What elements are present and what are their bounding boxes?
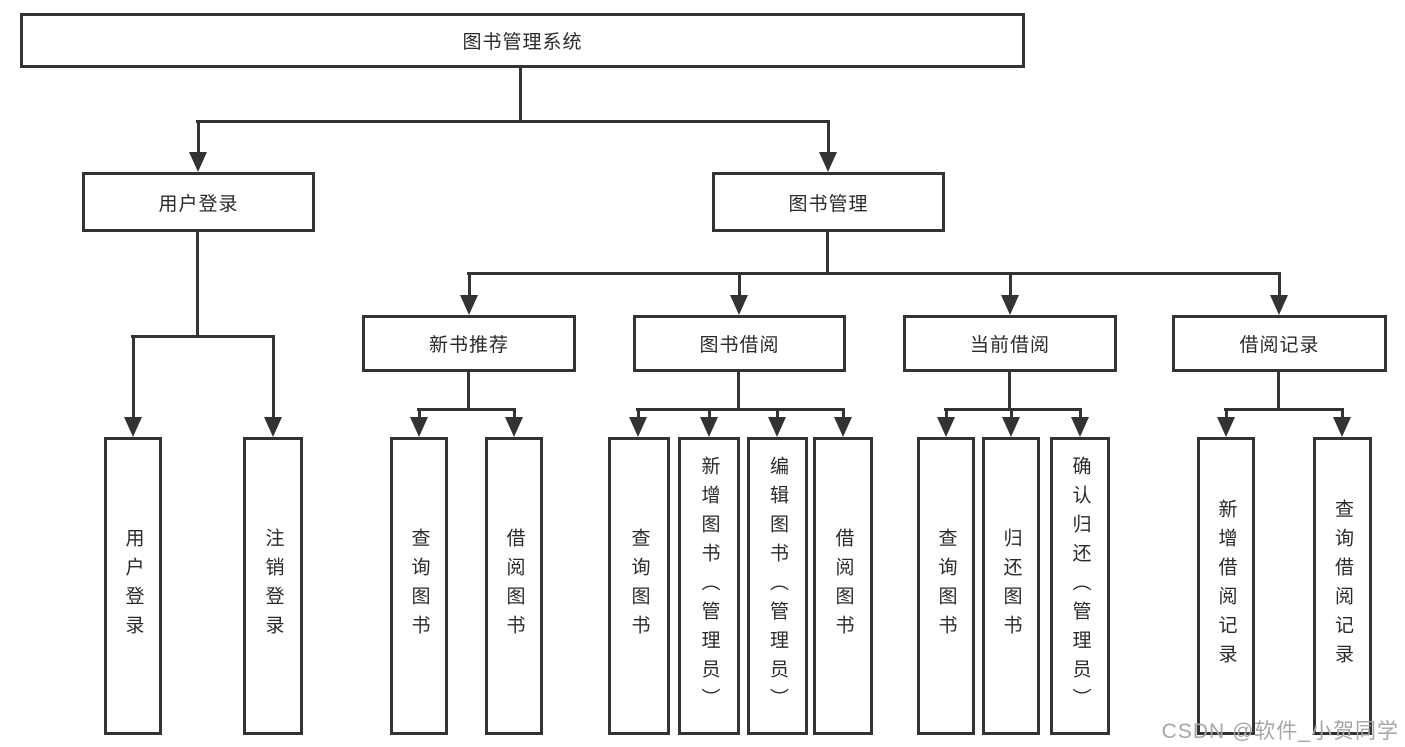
- leaf-br-add-borrow-record-label: 新增借阅记录: [1215, 499, 1237, 673]
- connector-arrow-nbr-borrow: [505, 408, 523, 437]
- leaf-bb-query-books-label: 查询图书: [628, 528, 650, 644]
- connector-arrow-new-book-recommendation: [460, 272, 478, 315]
- connector-arrow-borrowing-records: [1270, 272, 1288, 315]
- leaf-bb-add-books-admin-label: 新增图书（管理员）: [698, 455, 720, 717]
- connector-arrow-user-login: [189, 120, 207, 172]
- arrow-down-icon: [460, 295, 478, 315]
- connector-root-stem: [519, 68, 522, 123]
- arrow-down-icon: [410, 417, 428, 437]
- node-book-management-label: 图书管理: [788, 193, 869, 215]
- leaf-bb-query-books: 查询图书: [608, 437, 670, 735]
- connector-arrow-bb-edit: [768, 408, 786, 437]
- arrow-down-icon: [189, 152, 207, 172]
- node-current-borrowing: 当前借阅: [903, 315, 1117, 372]
- connector-arrow-br-add: [1217, 408, 1235, 437]
- connector-bb-stem: [737, 372, 740, 411]
- node-book-borrowing: 图书借阅: [633, 315, 846, 372]
- leaf-br-query-borrow-record-label: 查询借阅记录: [1332, 499, 1353, 673]
- connector-arrow-book-borrowing: [730, 272, 748, 315]
- connector-bb-rail: [636, 408, 845, 411]
- connector-user-login-rail: [131, 335, 275, 338]
- node-borrowing-records-label: 借阅记录: [1239, 335, 1320, 356]
- arrow-down-icon: [1333, 417, 1351, 437]
- leaf-logout-label: 注销登录: [262, 528, 284, 644]
- leaf-nbr-borrow-books: 借阅图书: [485, 437, 543, 735]
- arrow-down-icon: [1270, 295, 1288, 315]
- connector-cb-stem: [1008, 372, 1011, 411]
- leaf-bb-add-books-admin: 新增图书（管理员）: [678, 437, 740, 735]
- leaf-bb-borrow-books: 借阅图书: [813, 437, 873, 735]
- arrow-down-icon: [834, 417, 852, 437]
- connector-arrow-bb-borrow: [834, 408, 852, 437]
- connector-level3-rail: [467, 272, 1281, 275]
- leaf-nbr-query-books-label: 查询图书: [408, 528, 430, 644]
- connector-arrow-nbr-query: [410, 408, 428, 437]
- connector-level2-rail: [196, 120, 830, 123]
- arrow-down-icon: [629, 417, 647, 437]
- connector-br-stem: [1277, 372, 1280, 411]
- arrow-down-icon: [264, 417, 282, 437]
- connector-br-rail: [1224, 408, 1344, 411]
- connector-book-management-stem: [826, 232, 829, 275]
- connector-arrow-bb-add: [700, 408, 718, 437]
- node-new-book-recommendation: 新书推荐: [362, 315, 576, 372]
- arrow-down-icon: [768, 417, 786, 437]
- arrow-down-icon: [1001, 295, 1019, 315]
- leaf-nbr-borrow-books-label: 借阅图书: [503, 528, 525, 644]
- leaf-cb-query-books: 查询图书: [917, 437, 975, 735]
- connector-nbr-stem: [467, 372, 470, 411]
- connector-nbr-rail: [417, 408, 516, 411]
- connector-arrow-current-borrowing: [1001, 272, 1019, 315]
- connector-arrow-cb-query: [937, 408, 955, 437]
- leaf-cb-return-books-label: 归还图书: [1000, 528, 1022, 644]
- leaf-bb-edit-books-admin: 编辑图书（管理员）: [747, 437, 808, 735]
- leaf-logout: 注销登录: [243, 437, 303, 735]
- leaf-user-login-label: 用户登录: [122, 528, 144, 644]
- connector-user-login-stem: [196, 232, 199, 338]
- arrow-down-icon: [1002, 417, 1020, 437]
- connector-arrow-cb-confirm: [1071, 408, 1089, 437]
- connector-arrow-br-query: [1333, 408, 1351, 437]
- node-book-management: 图书管理: [712, 172, 945, 232]
- leaf-user-login: 用户登录: [104, 437, 162, 735]
- connector-cb-rail: [944, 408, 1082, 411]
- arrow-down-icon: [730, 295, 748, 315]
- node-root: 图书管理系统: [20, 13, 1025, 68]
- leaf-bb-edit-books-admin-label: 编辑图书（管理员）: [767, 455, 788, 717]
- arrow-down-icon: [505, 417, 523, 437]
- leaf-cb-return-books: 归还图书: [982, 437, 1040, 735]
- arrow-down-icon: [819, 152, 837, 172]
- node-root-label: 图书管理系统: [462, 32, 583, 53]
- connector-arrow-bb-query: [629, 408, 647, 437]
- connector-arrow-book-management: [819, 120, 837, 172]
- node-current-borrowing-label: 当前借阅: [969, 335, 1050, 356]
- arrow-down-icon: [1217, 417, 1235, 437]
- arrow-down-icon: [700, 417, 718, 437]
- leaf-cb-query-books-label: 查询图书: [935, 528, 957, 644]
- node-borrowing-records: 借阅记录: [1172, 315, 1387, 372]
- leaf-br-query-borrow-record: 查询借阅记录: [1313, 437, 1372, 735]
- leaf-bb-borrow-books-label: 借阅图书: [832, 528, 854, 644]
- connector-arrow-leaf-user-login: [124, 335, 142, 437]
- node-user-login-label: 用户登录: [158, 193, 239, 215]
- leaf-nbr-query-books: 查询图书: [390, 437, 448, 735]
- node-user-login: 用户登录: [82, 172, 315, 232]
- arrow-down-icon: [1071, 417, 1089, 437]
- watermark: CSDN @软件_小贺同学: [1161, 720, 1399, 743]
- leaf-cb-confirm-return-admin: 确认归还（管理员）: [1050, 437, 1110, 735]
- arrow-down-icon: [937, 417, 955, 437]
- leaf-br-add-borrow-record: 新增借阅记录: [1197, 437, 1255, 735]
- leaf-cb-confirm-return-admin-label: 确认归还（管理员）: [1069, 455, 1091, 717]
- arrow-down-icon: [124, 417, 142, 437]
- node-new-book-recommendation-label: 新书推荐: [428, 335, 509, 356]
- connector-arrow-leaf-logout: [264, 335, 282, 437]
- node-book-borrowing-label: 图书借阅: [699, 335, 780, 356]
- connector-arrow-cb-return: [1002, 408, 1020, 437]
